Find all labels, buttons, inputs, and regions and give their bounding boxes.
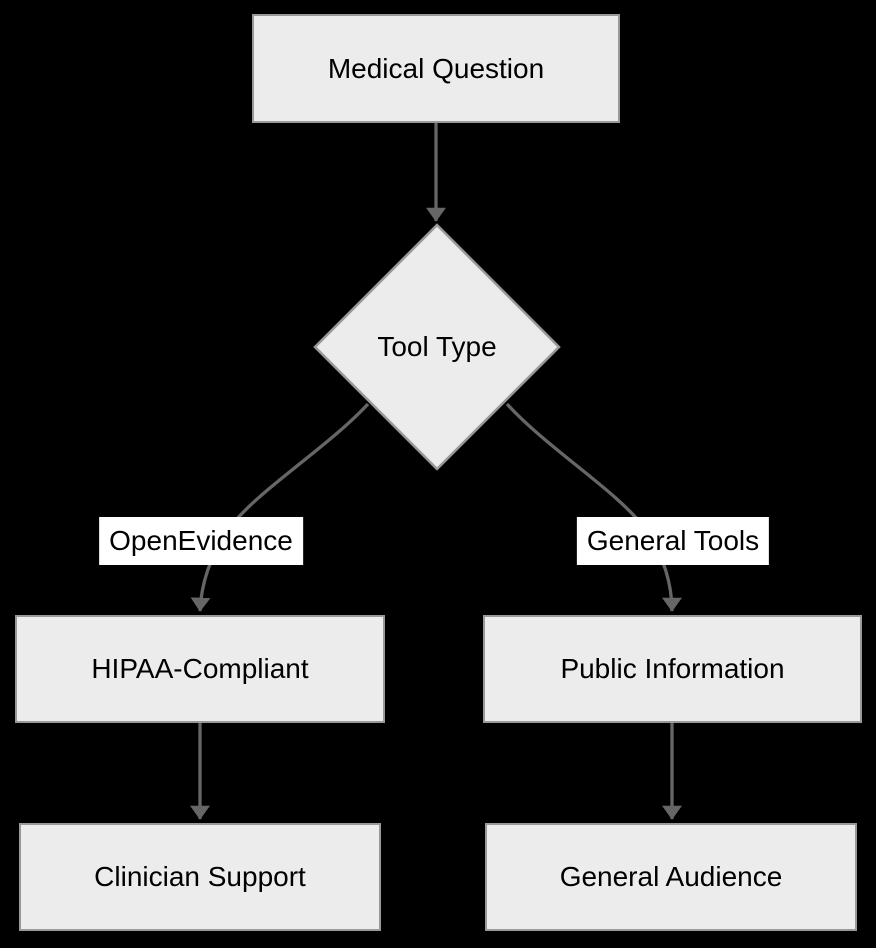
node-general-audience: General Audience — [485, 823, 857, 931]
node-general-audience-label: General Audience — [559, 861, 783, 892]
edge-tool-type-to-hipaa-compliant — [190, 402, 370, 612]
node-tool-type-diamond — [313, 223, 561, 471]
node-medical-question-label: Medical Question — [327, 52, 545, 84]
node-public-information: Public Information — [483, 615, 862, 723]
node-clinician-support: Clinician Support — [19, 823, 381, 931]
node-medical-question: Medical Question — [252, 14, 620, 123]
edge-label-openevidence: OpenEvidence — [99, 517, 303, 565]
node-tool-type-label: Tool Type — [377, 331, 497, 362]
node-public-information-label: Public Information — [560, 653, 785, 684]
node-hipaa-compliant: HIPAA-Compliant — [15, 615, 385, 723]
edge-label-general-tools: General Tools — [576, 517, 770, 565]
node-clinician-support-label: Clinician Support — [94, 861, 306, 892]
node-hipaa-compliant-label: HIPAA-Compliant — [91, 653, 309, 684]
edge-tool-type-to-public-information — [505, 402, 682, 612]
